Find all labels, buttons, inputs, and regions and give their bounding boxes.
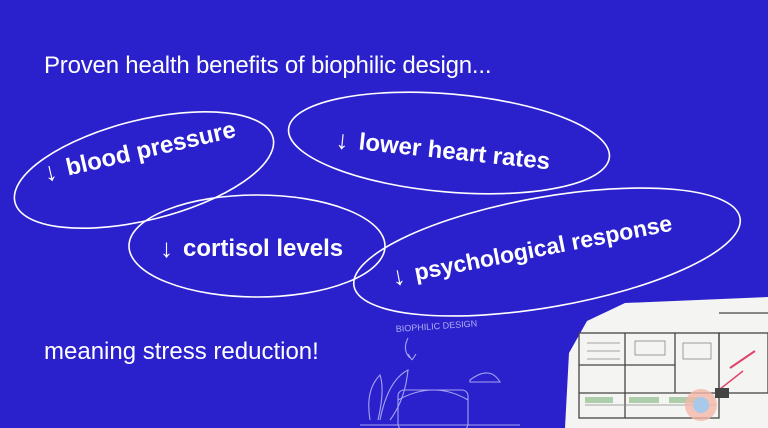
- down-arrow-icon: ↓: [160, 233, 173, 263]
- floor-plan-image: [565, 297, 768, 428]
- oval-psychological: [352, 187, 742, 317]
- oval-heart-rates: [287, 91, 611, 195]
- biophilic-sketch: BIOPHILIC DESIGN: [360, 320, 520, 428]
- page-title: Proven health benefits of biophilic desi…: [44, 52, 492, 79]
- oval-cortisol: [128, 194, 386, 298]
- benefit-cortisol: ↓ cortisol levels: [160, 233, 343, 264]
- sketch-label: BIOPHILIC DESIGN: [395, 320, 477, 334]
- down-arrow-icon: ↓: [334, 124, 351, 156]
- oval-blood-pressure: [13, 110, 275, 230]
- benefit-label: cortisol levels: [183, 234, 344, 262]
- conclusion-text: meaning stress reduction!: [44, 338, 319, 365]
